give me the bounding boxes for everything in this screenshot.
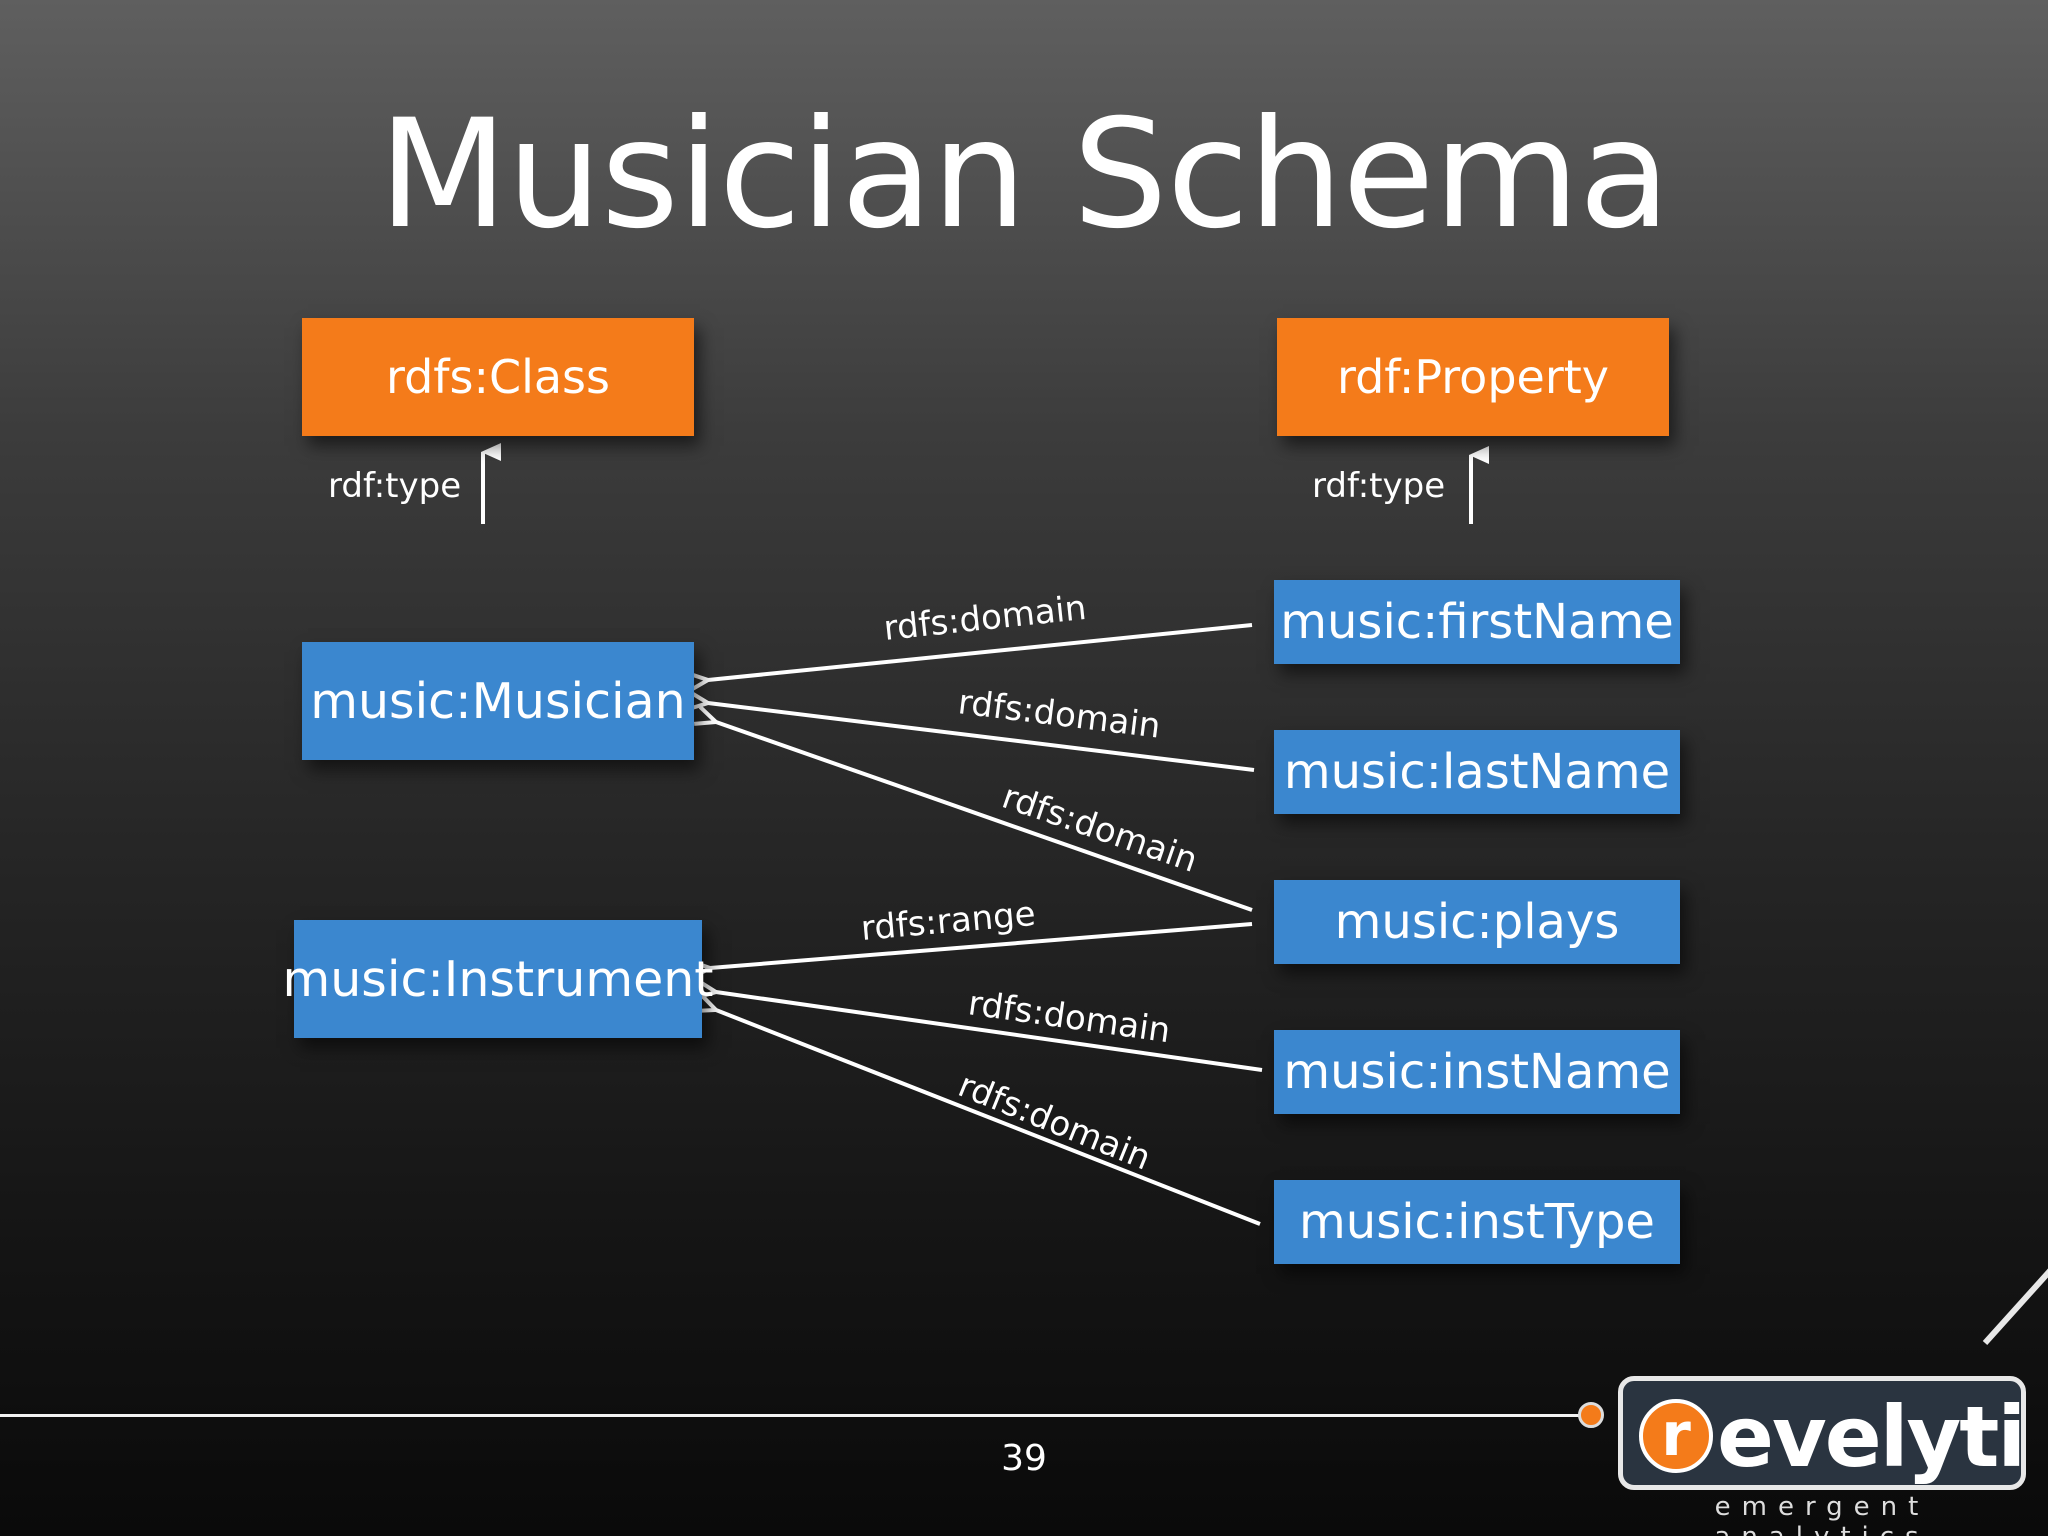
edge-plays-range <box>710 922 1253 968</box>
revelytix-logo: r evelytix <box>1618 1376 2026 1490</box>
node-music-plays-label: music:plays <box>1334 894 1620 950</box>
node-music-plays: music:plays <box>1274 880 1680 964</box>
edge-label-plays-domain: rdfs:domain <box>997 777 1202 881</box>
node-rdfs-class: rdfs:Class <box>302 318 694 436</box>
node-music-instrument-label: music:Instrument <box>282 950 714 1008</box>
slide-title: Musician Schema <box>378 88 1670 262</box>
node-music-firstname-label: music:firstName <box>1280 594 1674 650</box>
node-rdf-property: rdf:Property <box>1277 318 1669 436</box>
node-rdf-property-label: rdf:Property <box>1336 350 1609 404</box>
edge-instname-domain <box>716 992 1263 1072</box>
edge-firstname-domain <box>708 623 1253 680</box>
node-music-insttype-label: music:instType <box>1299 1194 1655 1250</box>
page-number: 39 <box>1001 1438 1047 1479</box>
node-music-insttype: music:instType <box>1274 1180 1680 1264</box>
edge-label-plays-range: rdfs:range <box>859 894 1037 949</box>
footer-rule <box>0 1414 1590 1417</box>
node-music-lastname: music:lastName <box>1274 730 1680 814</box>
logo-dot <box>1578 1402 1604 1428</box>
rdf-type-label-right: rdf:type <box>1312 466 1446 506</box>
node-music-lastname-label: music:lastName <box>1283 744 1671 800</box>
node-music-musician: music:Musician <box>302 642 694 760</box>
node-music-musician-label: music:Musician <box>310 672 686 730</box>
logo-r-icon: r <box>1639 1399 1713 1473</box>
node-music-instname-label: music:instName <box>1283 1044 1671 1100</box>
edge-plays-domain <box>716 722 1253 912</box>
edge-label-firstname: rdfs:domain <box>882 588 1089 649</box>
edge-insttype-domain <box>716 1010 1261 1226</box>
logo-tagline: emergent analytics <box>1714 1492 1930 1536</box>
node-music-instname: music:instName <box>1274 1030 1680 1114</box>
logo-wordmark: evelytix <box>1717 1388 2025 1486</box>
node-rdfs-class-label: rdfs:Class <box>386 350 610 404</box>
node-music-firstname: music:firstName <box>1274 580 1680 664</box>
edge-lastname-domain <box>708 703 1255 772</box>
edge-label-insttype: rdfs:domain <box>953 1065 1157 1178</box>
rdf-type-label-left: rdf:type <box>328 466 462 506</box>
node-music-instrument: music:Instrument <box>283 920 714 1038</box>
